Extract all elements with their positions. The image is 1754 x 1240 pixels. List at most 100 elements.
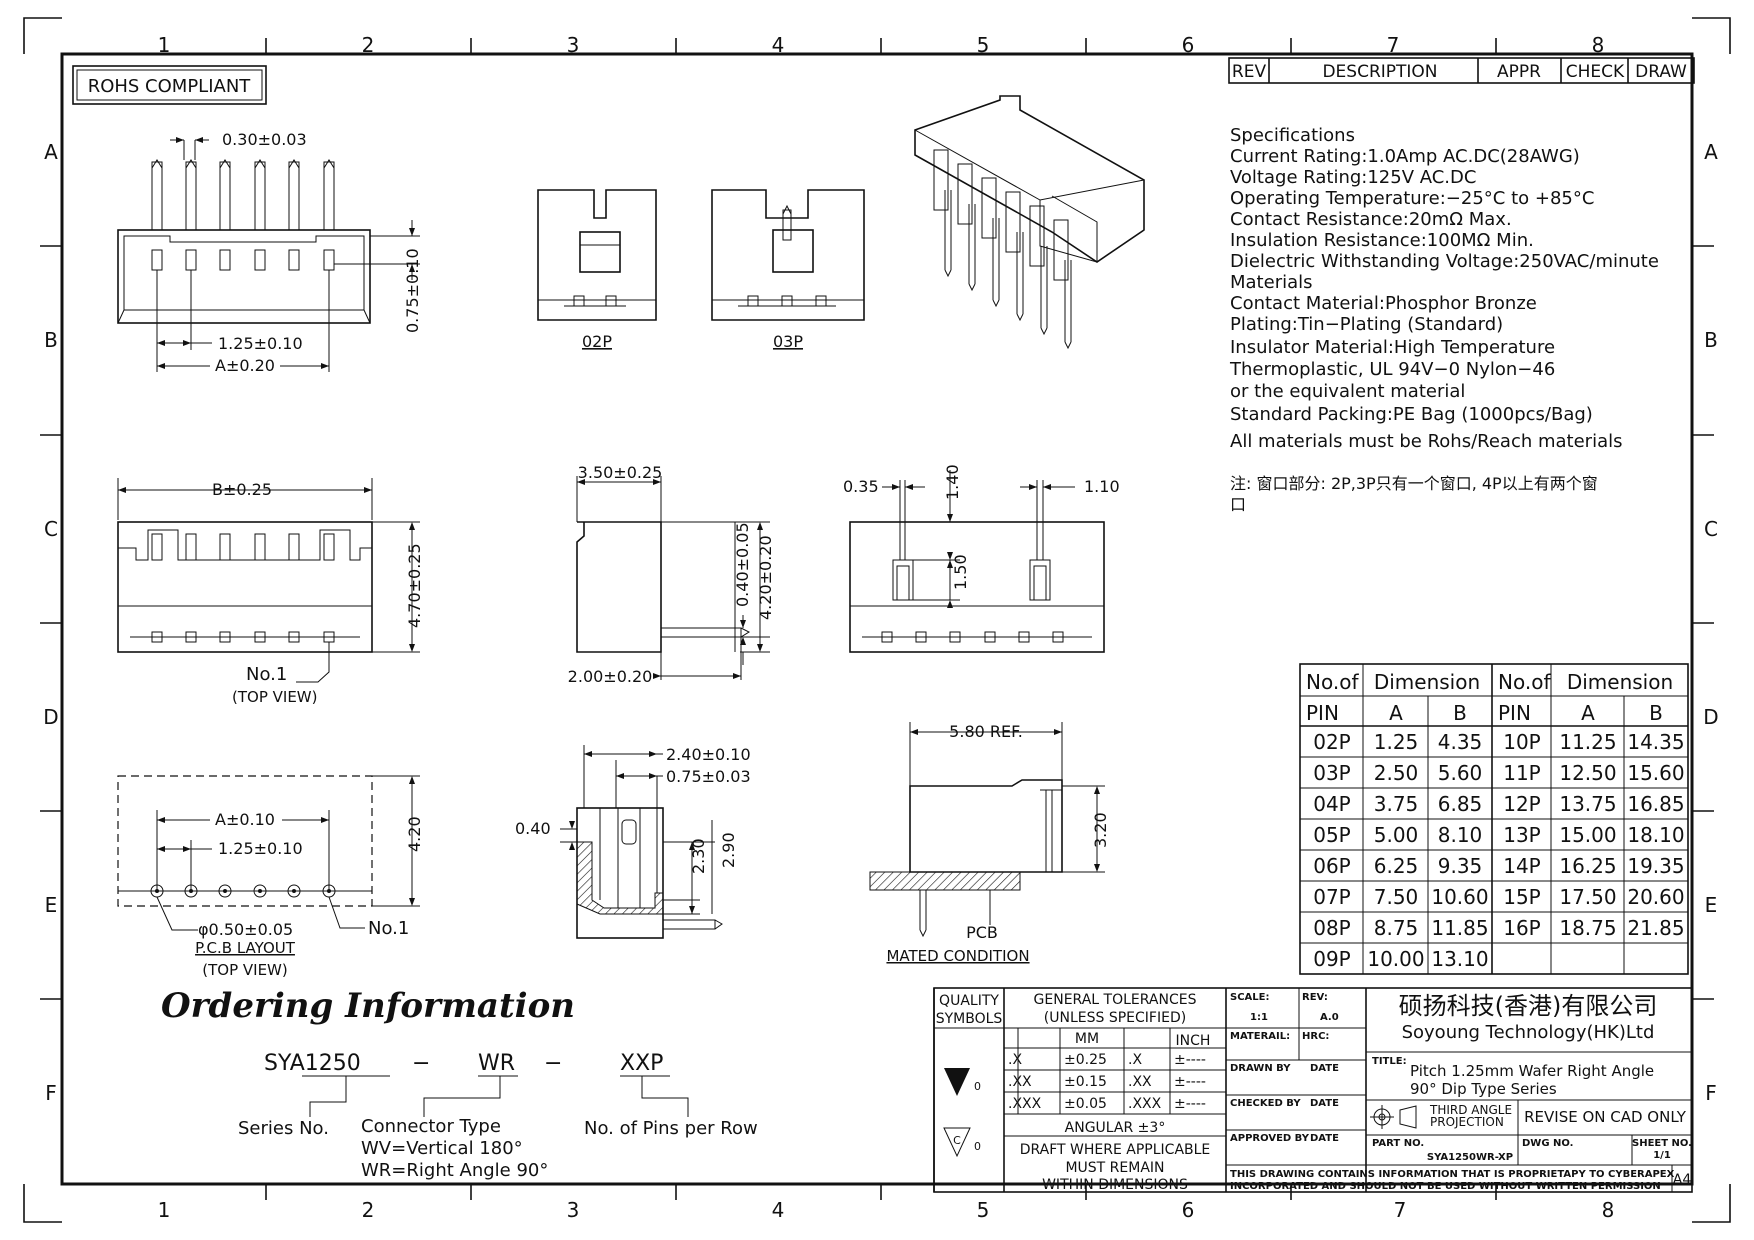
label-mated: MATED CONDITION (886, 947, 1029, 965)
table-cell-pin: 07P (1313, 885, 1351, 909)
header-pin: PIN (1306, 701, 1339, 725)
appr-header: APPR (1497, 62, 1541, 82)
table-cell-b: 4.35 (1438, 730, 1483, 754)
quality-symbol-text: 0 (974, 1140, 981, 1153)
header-dimension: Dimension (1567, 670, 1673, 694)
tolerance-cell: .X (1128, 1052, 1142, 1068)
dim-580: 5.80 REF. (949, 722, 1023, 741)
spec-line: All materials must be Rohs/Reach materia… (1230, 431, 1622, 452)
rev-value: A.0 (1320, 1012, 1339, 1023)
table-cell-pin: 16P (1503, 916, 1541, 940)
inch-header: INCH (1176, 1033, 1211, 1049)
hrc-label: HRC: (1302, 1031, 1329, 1042)
table-cell-b: 8.10 (1438, 823, 1483, 847)
row-label: A (44, 140, 58, 164)
table-cell-a: 2.50 (1374, 761, 1419, 785)
angular: ANGULAR ±3° (1065, 1120, 1166, 1136)
checked-by: CHECKED BY (1230, 1098, 1301, 1109)
tolerance-cell: ±0.05 (1064, 1096, 1107, 1112)
column-label: 1 (158, 33, 171, 57)
row-label: B (44, 328, 58, 352)
revise-note: REVISE ON CAD ONLY (1524, 1108, 1687, 1126)
spec-line: Operating Temperature:−25°C to +85°C (1230, 188, 1594, 209)
table-cell-b: 14.35 (1627, 730, 1684, 754)
spec-line: Materials (1230, 272, 1313, 293)
label-wr: WR=Right Angle 90° (361, 1160, 548, 1181)
table-cell-pin: 06P (1313, 854, 1351, 878)
header-noof: No.of (1306, 670, 1359, 694)
dim-290: 2.90 (719, 832, 738, 868)
title-line: 90° Dip Type Series (1410, 1080, 1557, 1098)
table-cell-b: 16.85 (1627, 792, 1684, 816)
dim-200: 2.00±0.20 (568, 667, 653, 686)
company-cn: 硕扬科技(香港)有限公司 (1399, 992, 1658, 1020)
date-label: DATE (1310, 1098, 1339, 1109)
sheet-frame: 1 2 3 4 5 6 7 8 1 2 3 4 5 6 7 8 A B C D … (23, 17, 1731, 1223)
table-cell-a: 15.00 (1559, 823, 1616, 847)
spec-line: Insulator Material:High Temperature (1230, 337, 1555, 358)
row-label: E (45, 893, 58, 917)
column-label: 7 (1394, 1198, 1407, 1222)
part-no-label: PART NO. (1372, 1138, 1424, 1149)
table-cell-b: 21.85 (1627, 916, 1684, 940)
row-label: F (1705, 1081, 1717, 1105)
dim-height-075: 0.75±0.10 (403, 248, 422, 333)
table-cell-a: 11.25 (1559, 730, 1616, 754)
table-cell-b: 20.60 (1627, 885, 1684, 909)
note-line: 口 (1230, 495, 1246, 514)
dim-b: B±0.25 (212, 480, 272, 499)
dim-pcb-a: A±0.10 (215, 810, 275, 829)
projection-line: THIRD ANGLE (1429, 1103, 1512, 1117)
dim-pcb-pitch: 1.25±0.10 (218, 839, 303, 858)
tolerance-cell: .XX (1008, 1074, 1032, 1090)
label-pcb-top-view: (TOP VIEW) (202, 961, 287, 979)
table-cell-pin: 13P (1503, 823, 1541, 847)
table-cell-a: 12.50 (1559, 761, 1616, 785)
column-label: 8 (1592, 33, 1605, 57)
spec-line: Insulation Resistance:100MΩ Min. (1230, 230, 1534, 251)
column-label: 3 (567, 33, 580, 57)
code-series: SYA1250 (264, 1051, 361, 1076)
column-label: 5 (977, 1198, 990, 1222)
spec-line: Dielectric Withstanding Voltage:250VAC/m… (1230, 251, 1659, 272)
column-label: 5 (977, 33, 990, 57)
quality-label: SYMBOLS (936, 1011, 1003, 1027)
table-cell-b: 13.10 (1431, 947, 1488, 971)
table-cell-b: 18.10 (1627, 823, 1684, 847)
dim-230: 2.30 (689, 838, 708, 874)
dim-150: 1.50 (951, 554, 970, 590)
table-cell-b: 6.85 (1438, 792, 1483, 816)
row-label: F (45, 1081, 57, 1105)
specifications: Specifications Current Rating:1.0Amp AC.… (1229, 125, 1659, 514)
table-cell-a: 5.00 (1374, 823, 1419, 847)
dim-pitch: 1.25±0.10 (218, 334, 303, 353)
note-line: 注: 窗口部分: 2P,3P只有一个窗口, 4P以上有两个窗 (1230, 474, 1598, 493)
rev-header: REV (1232, 62, 1267, 82)
window-view: 0.35 1.10 1.40 1.50 (843, 464, 1120, 653)
header-pin: PIN (1498, 701, 1531, 725)
revision-table: REV DESCRIPTION APPR CHECK DRAW (1228, 57, 1695, 84)
dim-hole: φ0.50±0.05 (198, 920, 293, 939)
check-header: CHECK (1566, 62, 1625, 82)
header-a: A (1581, 701, 1595, 725)
label-02p: 02P (582, 332, 612, 351)
code-dash: − (544, 1051, 562, 1076)
side-view: 3.50±0.25 0.40±0.05 4.20±0.20 2.00±0.20 (568, 463, 775, 686)
label-connector-type: Connector Type (361, 1116, 501, 1137)
column-label: 8 (1602, 1198, 1615, 1222)
table-cell-a: 10.00 (1367, 947, 1424, 971)
title-line: Pitch 1.25mm Wafer Right Angle (1410, 1062, 1654, 1080)
dwg-no-label: DWG NO. (1522, 1138, 1573, 1149)
table-cell-a: 8.75 (1374, 916, 1419, 940)
header-b: B (1649, 701, 1663, 725)
company-en: Soyoung Technology(HK)Ltd (1402, 1022, 1655, 1043)
view-02p: 02P (537, 189, 657, 351)
label-wv: WV=Vertical 180° (361, 1138, 523, 1159)
pcb-layout: A±0.10 1.25±0.10 4.20 φ0.50±0.05 No.1 P.… (117, 775, 424, 979)
table-cell-a: 1.25 (1374, 730, 1419, 754)
row-label: D (1703, 705, 1718, 729)
quality-label: QUALITY (939, 993, 999, 1009)
draft-line: MUST REMAIN (1065, 1160, 1164, 1176)
column-label: 4 (772, 1198, 785, 1222)
